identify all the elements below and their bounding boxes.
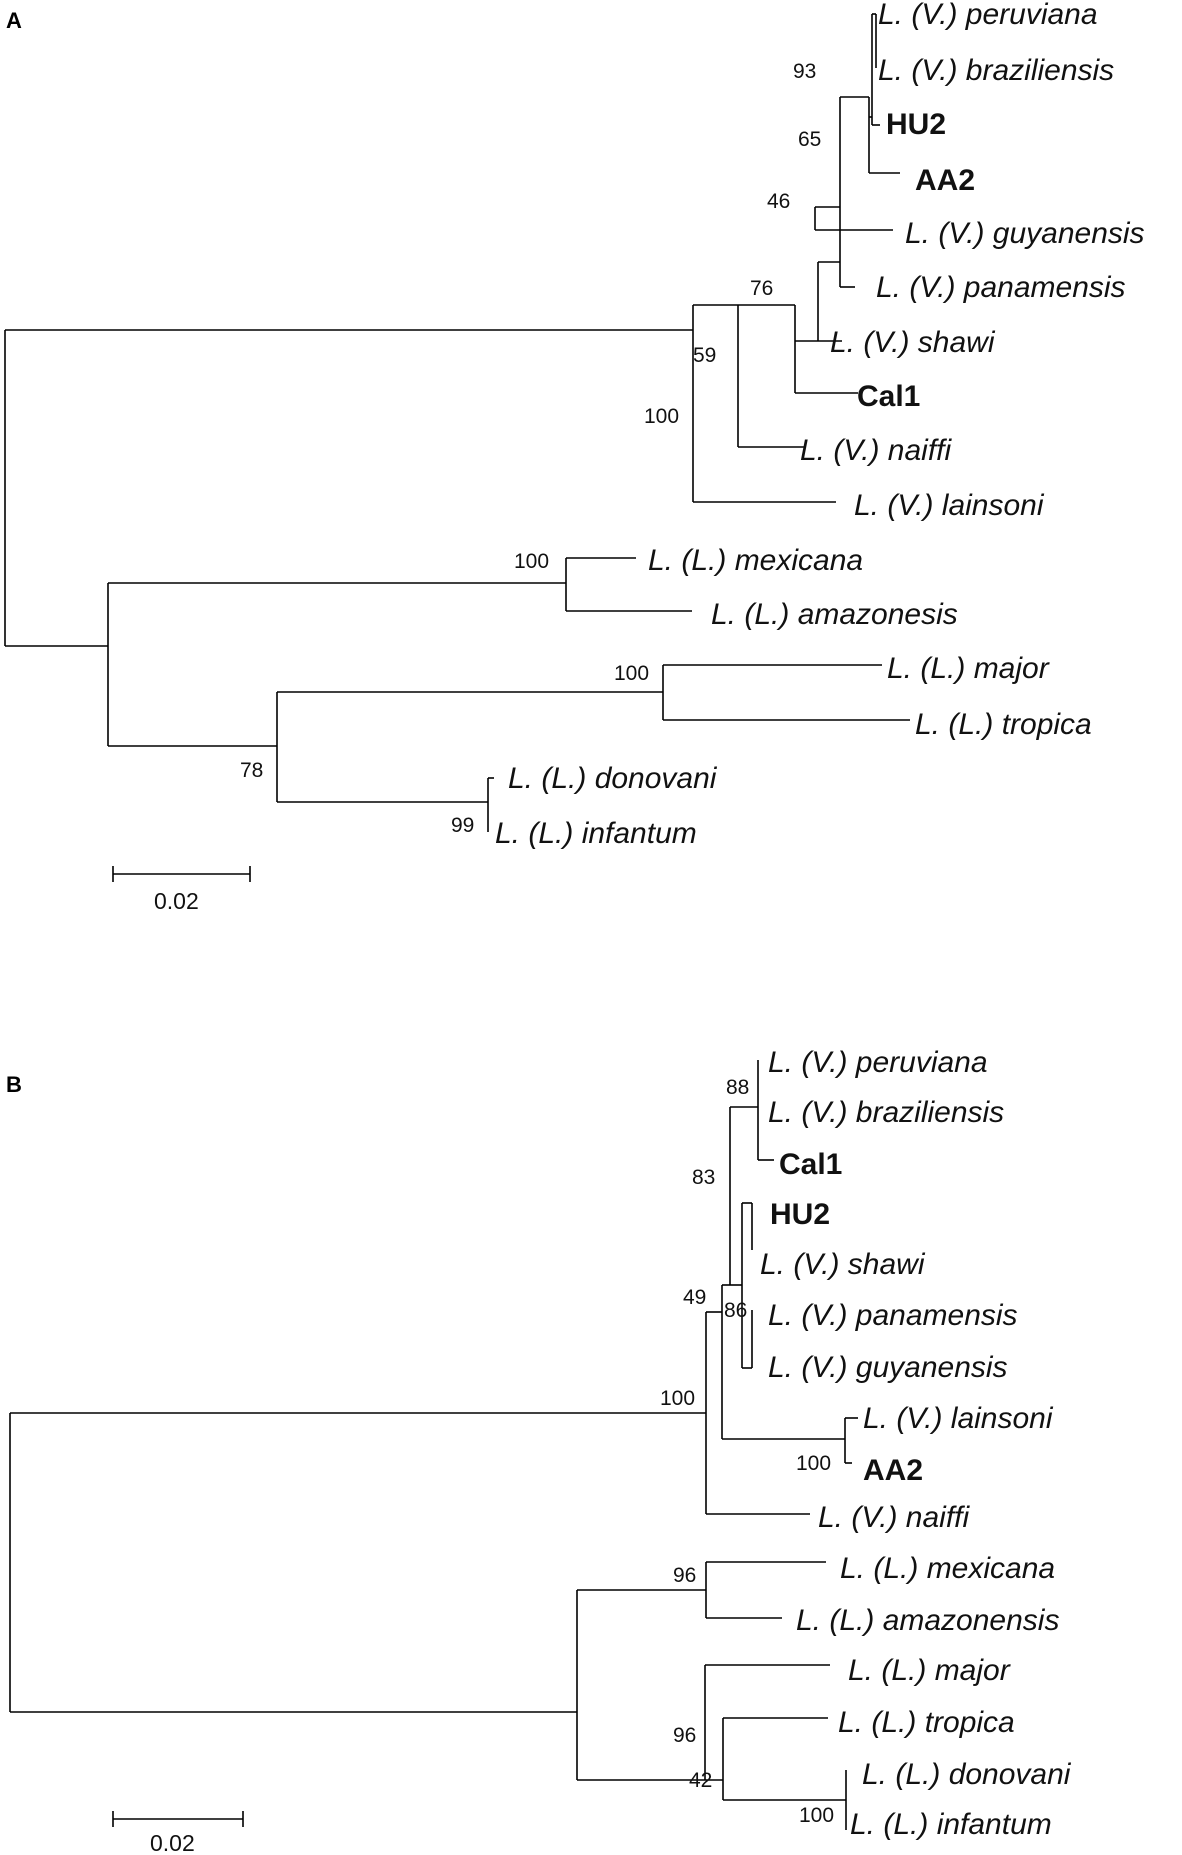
- bootstrap-value: 100: [660, 1387, 695, 1410]
- panel-a: A: [4, 0, 1145, 914]
- taxon-label: L. (V.) naiffi: [818, 1501, 970, 1534]
- panel-a-bootstrap: 93 65 46 76 59 100 100 100 78 99: [240, 60, 821, 837]
- bootstrap-value: 100: [796, 1452, 831, 1475]
- taxon-label: L. (L.) infantum: [495, 817, 697, 850]
- taxon-label: L. (L.) tropica: [915, 708, 1092, 741]
- scale-bar-label: 0.02: [150, 1830, 195, 1855]
- taxon-label: L. (V.) peruviana: [878, 0, 1098, 31]
- taxon-label: L. (L.) donovani: [508, 762, 718, 795]
- taxon-label: L. (L.) major: [887, 652, 1050, 685]
- panel-a-branches: [4, 13, 910, 882]
- taxon-label: L. (L.) major: [848, 1654, 1011, 1687]
- taxon-label: L. (V.) shawi: [760, 1248, 926, 1281]
- bootstrap-value: 99: [451, 814, 474, 837]
- bootstrap-value: 100: [614, 662, 649, 685]
- taxon-label: L. (V.) peruviana: [768, 1046, 988, 1079]
- taxon-label: L. (V.) guyanensis: [768, 1351, 1008, 1384]
- bootstrap-value: 42: [689, 1769, 712, 1792]
- taxon-label: L. (V.) braziliensis: [878, 54, 1114, 87]
- bootstrap-value: 78: [240, 759, 263, 782]
- taxon-label-highlight: Cal1: [857, 380, 920, 413]
- scale-bar: [112, 1811, 244, 1827]
- bootstrap-value: 83: [692, 1166, 715, 1189]
- bootstrap-value: 100: [514, 550, 549, 573]
- panel-a-taxa: L. (V.) peruviana L. (V.) braziliensis H…: [495, 0, 1145, 850]
- bootstrap-value: 100: [799, 1804, 834, 1827]
- taxon-label-highlight: Cal1: [779, 1148, 842, 1181]
- bootstrap-value: 65: [798, 128, 821, 151]
- panel-b-branches: [9, 1060, 858, 1830]
- taxon-label: L. (V.) panamensis: [768, 1299, 1018, 1332]
- taxon-label: L. (V.) braziliensis: [768, 1096, 1004, 1129]
- bootstrap-value: 76: [750, 277, 773, 300]
- panel-a-label: A: [6, 8, 22, 33]
- taxon-label: L. (V.) lainsoni: [863, 1402, 1054, 1435]
- taxon-label: L. (V.) lainsoni: [854, 489, 1045, 522]
- taxon-label: L. (L.) tropica: [838, 1706, 1015, 1739]
- bootstrap-value: 59: [693, 344, 716, 367]
- taxon-label: L. (L.) mexicana: [648, 544, 863, 577]
- panel-b-taxa: L. (V.) peruviana L. (V.) braziliensis C…: [760, 1046, 1072, 1841]
- taxon-label-highlight: AA2: [863, 1454, 923, 1487]
- bootstrap-value: 100: [644, 405, 679, 428]
- panel-b-bootstrap: 88 83 86 49 100 100 96 96 42 100: [660, 1076, 834, 1827]
- bootstrap-value: 96: [673, 1564, 696, 1587]
- taxon-label: L. (L.) donovani: [862, 1758, 1072, 1791]
- taxon-label: L. (V.) naiffi: [800, 434, 952, 467]
- taxon-label-highlight: HU2: [770, 1198, 830, 1231]
- bootstrap-value: 88: [726, 1076, 749, 1099]
- taxon-label: L. (V.) panamensis: [876, 271, 1126, 304]
- taxon-label: L. (V.) guyanensis: [905, 217, 1145, 250]
- taxon-label-highlight: AA2: [915, 164, 975, 197]
- panel-b: B: [6, 1046, 1072, 1855]
- taxon-label: L. (V.) shawi: [830, 326, 996, 359]
- bootstrap-value: 86: [724, 1299, 747, 1322]
- scale-bar-label: 0.02: [154, 888, 199, 914]
- bootstrap-value: 49: [683, 1286, 706, 1309]
- taxon-label: L. (L.) amazonesis: [711, 598, 958, 631]
- bootstrap-value: 96: [673, 1724, 696, 1747]
- taxon-label: L. (L.) infantum: [850, 1808, 1052, 1841]
- taxon-label: L. (L.) mexicana: [840, 1552, 1055, 1585]
- taxon-label-highlight: HU2: [886, 108, 946, 141]
- scale-bar: [112, 866, 251, 882]
- panel-b-label: B: [6, 1072, 22, 1097]
- taxon-label: L. (L.) amazonensis: [796, 1604, 1059, 1637]
- bootstrap-value: 46: [767, 190, 790, 213]
- bootstrap-value: 93: [793, 60, 816, 83]
